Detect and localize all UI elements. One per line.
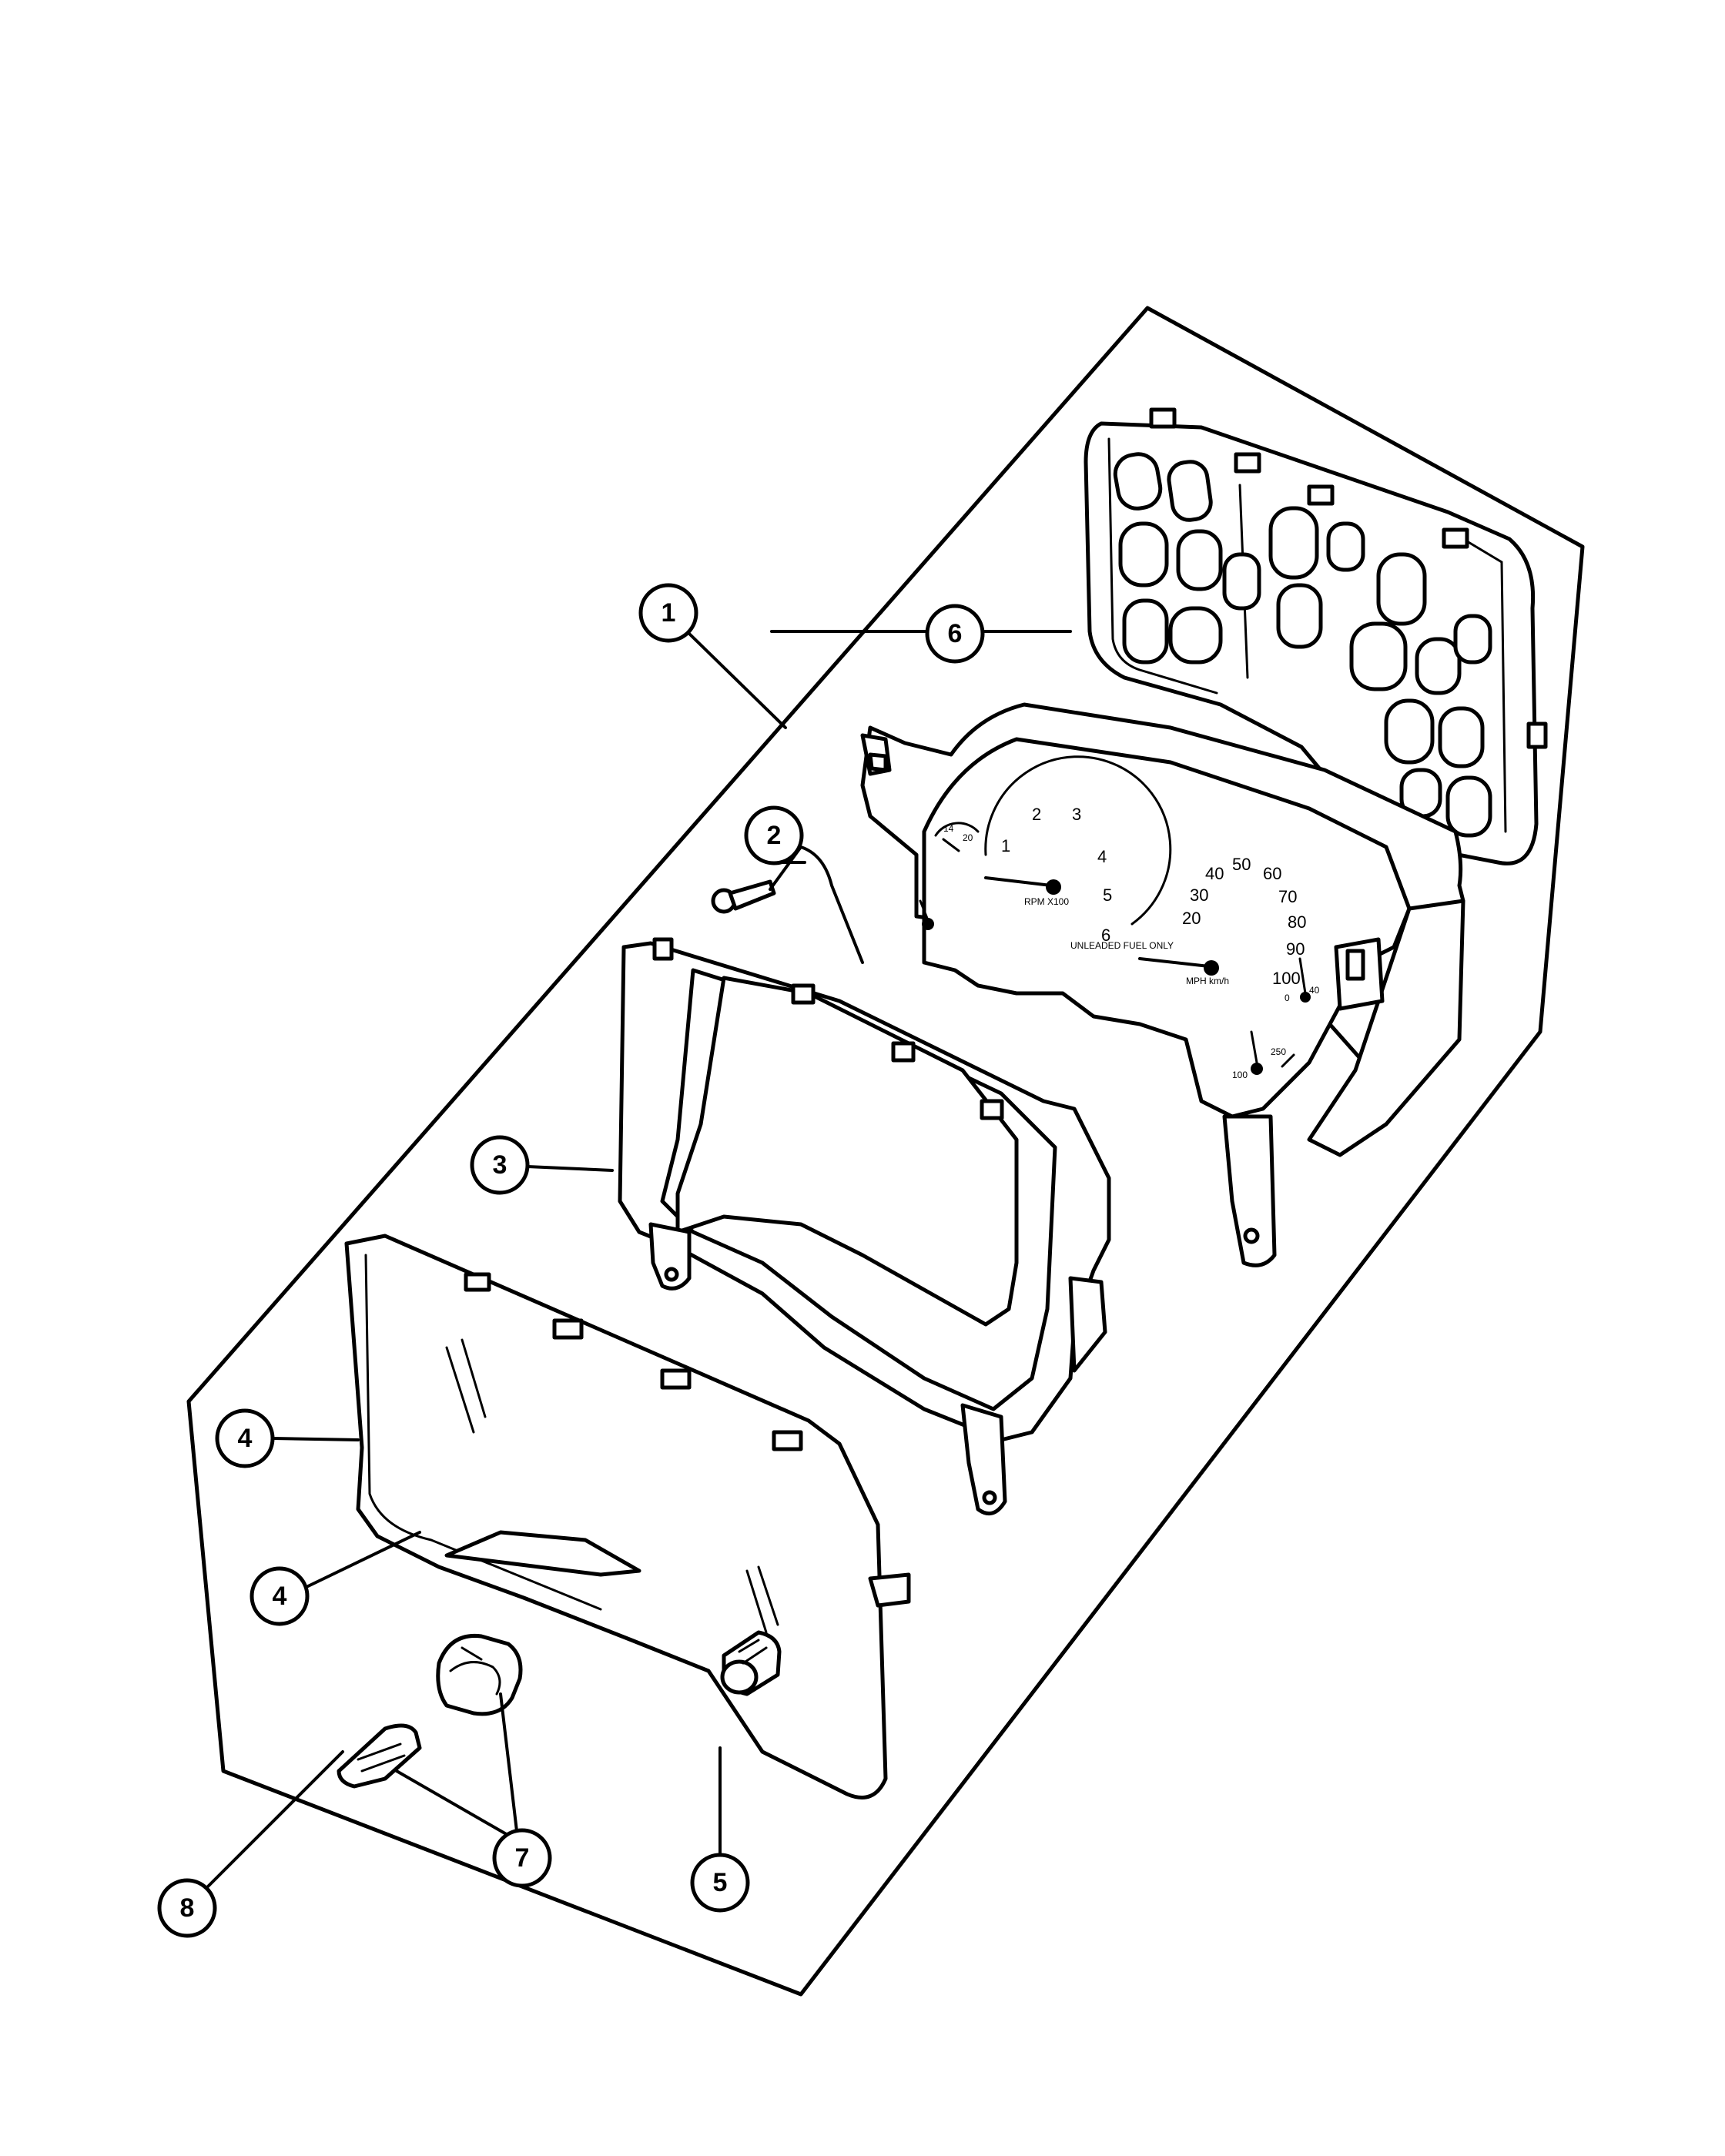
speedo-number: 50 bbox=[1232, 855, 1251, 874]
small-gauge-mid-left bbox=[919, 899, 934, 930]
svg-text:5: 5 bbox=[713, 1868, 728, 1897]
speedo-number: 60 bbox=[1263, 864, 1281, 883]
tach-number: 3 bbox=[1072, 805, 1081, 824]
callout-4-boxed: 4 bbox=[215, 1408, 275, 1468]
callout-4: 4 bbox=[250, 1566, 310, 1626]
tach-number: 6 bbox=[1101, 926, 1110, 945]
callout-7: 7 bbox=[492, 1828, 552, 1888]
speedo-number: 100 bbox=[1272, 969, 1301, 988]
tach-number: 2 bbox=[1032, 805, 1041, 824]
speedo-number: 80 bbox=[1288, 912, 1306, 932]
callout-3: 3 bbox=[470, 1135, 530, 1195]
bulb-part bbox=[337, 1723, 422, 1789]
small-gauge-top-left: 14 20 bbox=[934, 822, 980, 852]
speedo-number: 30 bbox=[1190, 886, 1208, 905]
leader-lines bbox=[206, 630, 1072, 1888]
assembly-boundary bbox=[186, 306, 1585, 1997]
cluster-mask-part bbox=[618, 937, 1111, 1516]
callout-5: 5 bbox=[690, 1853, 750, 1913]
svg-text:1: 1 bbox=[662, 598, 676, 628]
speedo-number: 90 bbox=[1286, 939, 1305, 959]
callout-1: 1 bbox=[638, 583, 698, 643]
gauge-mark: 100 bbox=[1232, 1070, 1248, 1080]
small-gauge-bottom: 100 250 bbox=[1232, 1030, 1295, 1080]
tach-number: 1 bbox=[1001, 836, 1010, 855]
speedometer: 20 30 40 50 60 70 80 90 100 MPH km/h bbox=[1138, 855, 1306, 988]
gauge-mark: 0 bbox=[1285, 993, 1290, 1003]
tach-number: 5 bbox=[1103, 886, 1112, 905]
speedo-label: MPH km/h bbox=[1186, 976, 1229, 986]
svg-text:4: 4 bbox=[238, 1424, 253, 1453]
fuel-warning-text: UNLEADED FUEL ONLY bbox=[1070, 940, 1174, 951]
rear-housing-part bbox=[1084, 407, 1548, 865]
instrument-cluster-part: 1 2 3 4 5 6 RPM X100 14 20 20 30 40 50 bbox=[860, 702, 1465, 1267]
svg-text:2: 2 bbox=[767, 821, 782, 850]
tach-number: 4 bbox=[1097, 847, 1107, 866]
bulb-socket-part bbox=[436, 1633, 523, 1716]
callout-8: 8 bbox=[157, 1878, 217, 1938]
tach-needle-hub bbox=[1046, 879, 1061, 895]
speedo-number: 70 bbox=[1278, 887, 1297, 906]
tach-label: RPM X100 bbox=[1024, 896, 1069, 907]
svg-text:4: 4 bbox=[273, 1582, 287, 1611]
tachometer: 1 2 3 4 5 6 RPM X100 bbox=[984, 755, 1172, 945]
svg-text:3: 3 bbox=[493, 1150, 507, 1180]
callout-6: 6 bbox=[925, 604, 985, 664]
small-gauge-right: 40 0 bbox=[1285, 957, 1320, 1003]
svg-text:7: 7 bbox=[515, 1843, 530, 1873]
gauge-mark: 250 bbox=[1271, 1046, 1286, 1057]
housing-pockets bbox=[1113, 452, 1492, 838]
gauge-mark: 20 bbox=[963, 832, 973, 843]
gauge-mark: 40 bbox=[1309, 985, 1320, 996]
speedo-number: 40 bbox=[1205, 864, 1224, 883]
speedo-number: 20 bbox=[1182, 909, 1201, 928]
svg-text:6: 6 bbox=[948, 619, 963, 648]
callout-2: 2 bbox=[744, 805, 804, 865]
gauge-mark: 14 bbox=[943, 823, 954, 834]
odometer-reset-knob-part bbox=[720, 1630, 782, 1696]
speedo-needle-hub bbox=[1204, 960, 1219, 976]
svg-text:8: 8 bbox=[180, 1893, 195, 1923]
screw-part bbox=[711, 879, 776, 914]
